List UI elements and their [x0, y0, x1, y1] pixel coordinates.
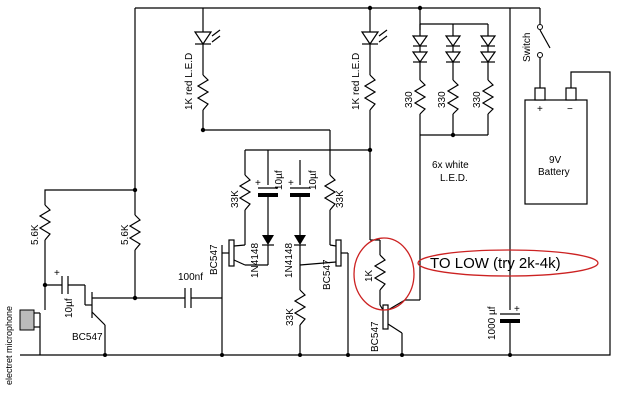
c10uf-left-label: 10µf: [274, 170, 285, 190]
annotation: TO LOW (try 2k-4k): [353, 237, 599, 311]
r330-c-label: 330: [472, 91, 483, 108]
switch-label: Switch: [522, 33, 533, 62]
mic-section: electret microphone 5.6K + 10µf BC547: [4, 189, 135, 385]
left-red-led-branch: 1K red L.E.D: [184, 8, 221, 133]
r330-a-label: 330: [404, 91, 415, 108]
white-led-array: 330 330 330 6x white L.E.D.: [404, 5, 497, 300]
d-left-label: 1N4148: [250, 243, 261, 278]
output-stage: 1K BC547 + 1000 µf: [364, 8, 520, 355]
multivibrator: 33K 33K + 10µf + 10µf 1N4148 1N4148: [203, 129, 373, 355]
q-left-label: BC547: [209, 244, 220, 275]
c100nf-label: 100nf: [178, 272, 203, 283]
annotation-text: TO LOW (try 2k-4k): [430, 255, 561, 272]
c10uf-mic-label: 10µf: [64, 298, 75, 318]
c10uf-right-plus: +: [288, 178, 294, 189]
q-out-label: BC547: [370, 321, 381, 352]
stage1-collector: 5.6K 100nf: [110, 190, 222, 308]
r33k-left-label: 33K: [230, 190, 241, 208]
r56k-mid-label: 5.6K: [120, 224, 131, 245]
right-red-led-branch: 1K red L.E.D: [351, 5, 388, 130]
battery-name: Battery: [538, 167, 570, 178]
r1k-out-label: 1K: [364, 269, 375, 282]
r330-b-label: 330: [437, 91, 448, 108]
mic-label: electret microphone: [4, 306, 14, 385]
d-right-label: 1N4148: [284, 243, 295, 278]
r56k-left-label: 5.6K: [30, 224, 41, 245]
white-led-label-1: 6x white: [432, 160, 469, 171]
c10uf-left-plus: +: [255, 178, 261, 189]
power-switch: Switch: [522, 8, 551, 88]
r-led1-label: 1K red L.E.D: [184, 53, 195, 110]
c10uf-mic-plus: +: [54, 268, 60, 279]
battery-voltage: 9V: [549, 155, 562, 166]
white-led-label-2: L.E.D.: [440, 173, 468, 184]
r-led2-label: 1K red L.E.D: [351, 53, 362, 110]
r33k-bottom-label: 33K: [285, 308, 296, 326]
c1000uf-label: 1000 µf: [487, 306, 498, 340]
ground-dots: [103, 353, 512, 357]
q-right-label: BC547: [322, 259, 333, 290]
r33k-right-label: 33K: [335, 190, 346, 208]
c10uf-right-label: 10µf: [308, 170, 319, 190]
battery-minus: −: [567, 104, 573, 115]
q-mic-label: BC547: [72, 332, 103, 343]
c1000uf-plus: +: [514, 304, 520, 315]
battery: + − 9V Battery: [20, 71, 611, 356]
battery-plus: +: [537, 104, 543, 115]
